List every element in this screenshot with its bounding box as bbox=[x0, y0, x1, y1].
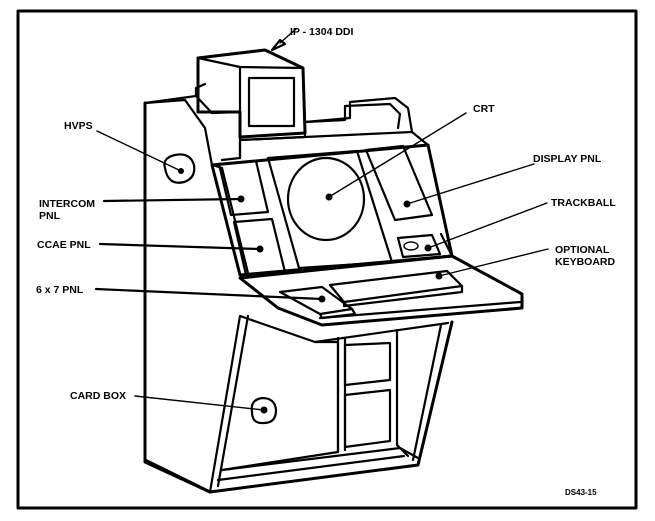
trackball bbox=[403, 241, 419, 251]
card-box-cover bbox=[250, 396, 278, 425]
label-ddi: IP - 1304 DDI bbox=[290, 26, 354, 38]
intercom-panel bbox=[217, 159, 270, 217]
figure-id: DS43-15 bbox=[565, 488, 597, 497]
lower-panel-bottom bbox=[343, 388, 392, 449]
label-six-by-seven-pnl: 6 x 7 PNL bbox=[36, 284, 84, 296]
console-cabinet bbox=[143, 82, 454, 494]
leaders bbox=[94, 28, 549, 414]
label-ccae-pnl: CCAE PNL bbox=[37, 239, 91, 251]
six-by-seven-panel bbox=[278, 285, 354, 316]
hvps-cover bbox=[163, 153, 196, 184]
lower-cabinet bbox=[143, 314, 454, 494]
lower-panel-top bbox=[343, 341, 392, 387]
label-keyboard: KEYBOARD bbox=[555, 256, 616, 268]
ddi-unit bbox=[196, 48, 307, 139]
label-crt: CRT bbox=[473, 103, 495, 115]
crt-screen bbox=[286, 156, 366, 242]
label-card-box: CARD BOX bbox=[70, 390, 126, 402]
display-panel bbox=[364, 144, 434, 222]
label-display-pnl: DISPLAY PNL bbox=[533, 153, 602, 165]
trackball-recess bbox=[396, 233, 442, 259]
front-panels bbox=[217, 144, 454, 277]
ddi-screen bbox=[247, 76, 296, 128]
label-intercom-line2: PNL bbox=[39, 210, 61, 222]
figure-border bbox=[16, 9, 638, 510]
label-trackball: TRACKBALL bbox=[551, 197, 616, 209]
label-hvps: HVPS bbox=[64, 120, 93, 132]
label-optional: OPTIONAL bbox=[555, 244, 610, 256]
desk-surface bbox=[238, 254, 524, 327]
label-intercom-line1: INTERCOM bbox=[39, 198, 95, 210]
